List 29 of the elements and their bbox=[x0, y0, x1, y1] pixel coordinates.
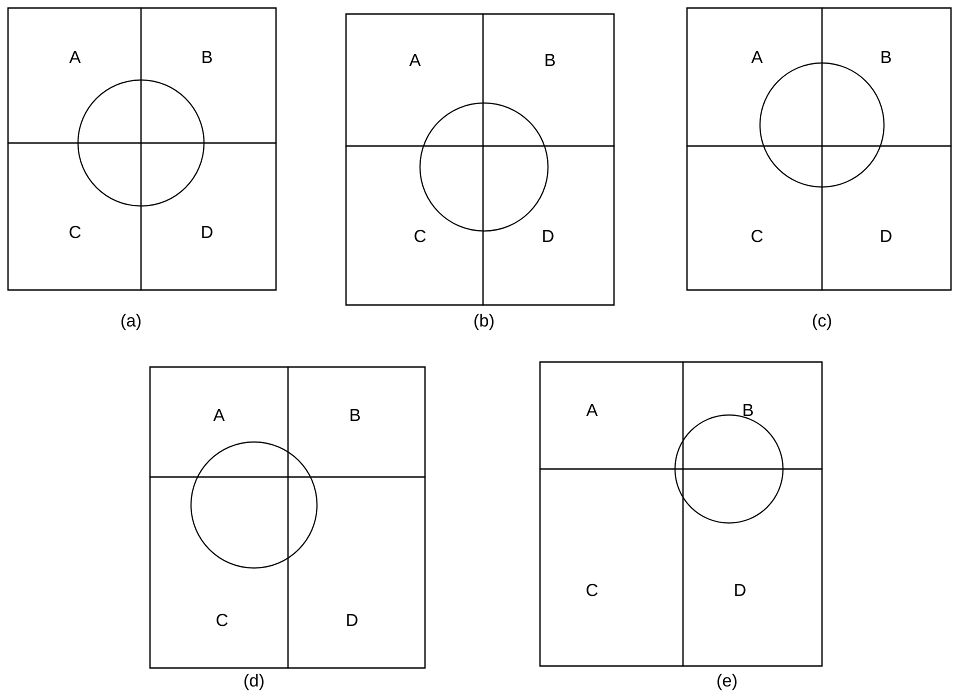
quadrant-box: C bbox=[345, 145, 484, 306]
quadrant-box: D bbox=[682, 468, 823, 667]
quadrant-box: B bbox=[287, 366, 426, 478]
circle bbox=[77, 79, 205, 207]
quadrant-box: B bbox=[482, 13, 615, 147]
quadrant-box: C bbox=[686, 145, 823, 291]
circle bbox=[674, 414, 784, 524]
quadrant-box: B bbox=[821, 7, 952, 147]
quadrant-box: C bbox=[149, 476, 289, 669]
quadrant-box: B bbox=[682, 361, 823, 470]
quadrant-box: D bbox=[140, 142, 277, 291]
circle bbox=[190, 441, 318, 569]
quadrant-box: C bbox=[7, 142, 142, 291]
quadrant-box: B bbox=[140, 7, 277, 144]
panel-caption: (e) bbox=[717, 674, 737, 690]
quadrant-box: C bbox=[539, 468, 684, 667]
quadrant-box: A bbox=[539, 361, 684, 470]
quadrant-box: D bbox=[821, 145, 952, 291]
panel-caption: (b) bbox=[474, 314, 494, 330]
panel-caption: (a) bbox=[121, 314, 141, 330]
panel-caption: (c) bbox=[812, 314, 832, 330]
quadrant-box: A bbox=[7, 7, 142, 144]
panel-caption: (d) bbox=[244, 674, 264, 690]
quadrant-box: A bbox=[345, 13, 484, 147]
quadrant-box: A bbox=[149, 366, 289, 478]
circle bbox=[759, 62, 885, 188]
quadrant-box: D bbox=[482, 145, 615, 306]
quadrant-box: A bbox=[686, 7, 823, 147]
quadrant-box: D bbox=[287, 476, 426, 669]
